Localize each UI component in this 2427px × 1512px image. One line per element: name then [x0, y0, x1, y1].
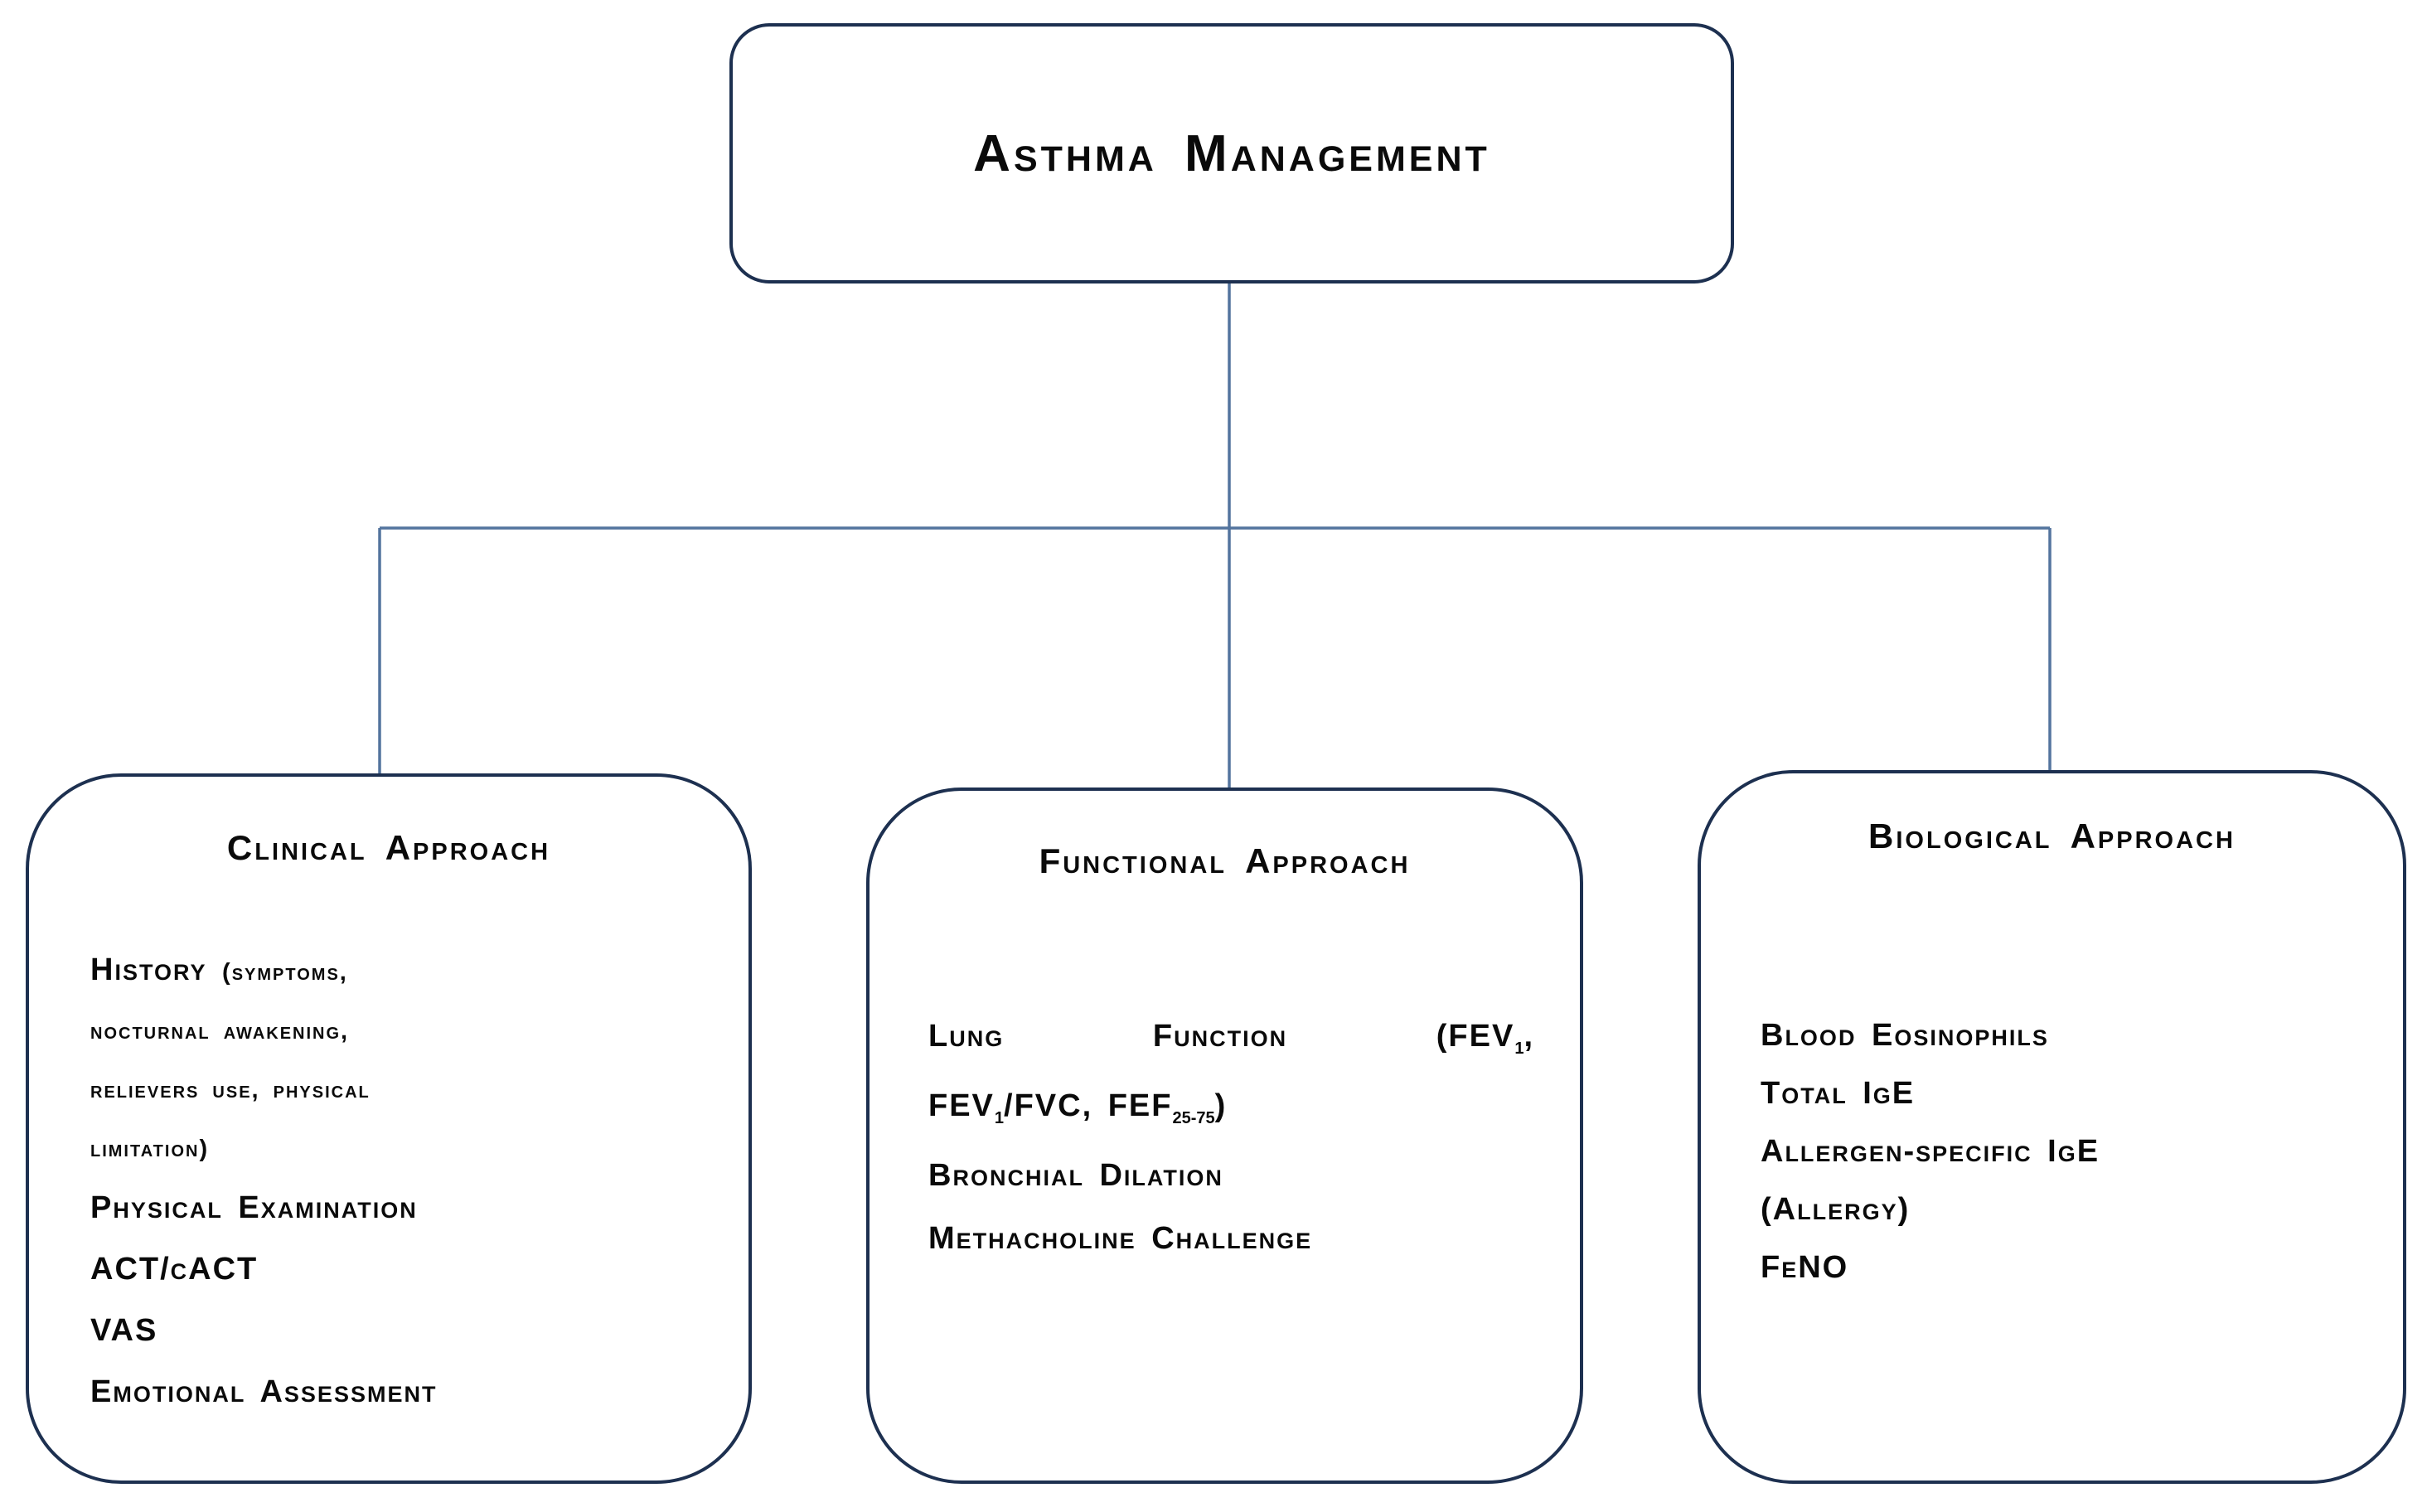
text-segment: ACT/cACT	[90, 1252, 259, 1287]
text-segment: (symptoms,	[222, 959, 348, 986]
branch-body-functional: Lung Function (FEV1,FEV1/FVC, FEF25-75)B…	[928, 1008, 1534, 1273]
branch-title-biological: Biological Approach	[1868, 817, 2236, 855]
text-line: Total IgE	[1761, 1068, 2363, 1126]
text-segment: History	[90, 952, 223, 987]
text-line: History (symptoms,	[90, 943, 700, 1004]
text-line: limitation)	[90, 1122, 700, 1180]
text-line: ACT/cACT	[90, 1242, 700, 1303]
text-segment: Blood Eosinophils	[1761, 1018, 2049, 1053]
subscript-text: 1	[1514, 1040, 1524, 1058]
text-line: Bronchial Dilation	[928, 1147, 1534, 1210]
subscript-text: 1	[994, 1109, 1005, 1127]
text-line: nocturnal awakening,	[90, 1004, 700, 1063]
text-segment: nocturnal awakening,	[90, 1018, 350, 1044]
text-line: VAS	[90, 1303, 700, 1364]
text-segment: Emotional Assessment	[90, 1374, 438, 1409]
text-line: Physical Examination	[90, 1180, 700, 1242]
text-line: Methacholine Challenge	[928, 1210, 1534, 1273]
text-line: (Allergy)	[1761, 1184, 2363, 1242]
text-segment: relievers use, physical	[90, 1077, 371, 1103]
branch-title-clinical: Clinical Approach	[226, 828, 551, 867]
node-clinical-approach: Clinical Approach History (symptoms, noct…	[26, 773, 752, 1484]
node-functional-approach: Functional Approach Lung Function (FEV1,…	[866, 788, 1583, 1484]
branch-body-clinical: History (symptoms, nocturnal awakening, re…	[90, 943, 700, 1426]
text-line: FEV1/FVC, FEF25-75)	[928, 1078, 1534, 1147]
text-line: Allergen-specific IgE	[1761, 1126, 2363, 1184]
text-segment: )	[1214, 1088, 1228, 1123]
text-line: FeNO	[1761, 1242, 2363, 1300]
text-segment: (Allergy)	[1761, 1192, 1911, 1227]
text-segment: limitation)	[90, 1136, 210, 1162]
text-segment: /FVC, FEF	[1004, 1088, 1173, 1123]
text-segment: ,	[1524, 1019, 1534, 1054]
node-asthma-management: Asthma Management	[729, 23, 1734, 284]
subscript-text: 25-75	[1172, 1109, 1215, 1127]
text-segment: Methacholine Challenge	[928, 1221, 1313, 1256]
text-line: Blood Eosinophils	[1761, 1010, 2363, 1068]
text-line: Emotional Assessment	[90, 1364, 700, 1426]
text-segment: Lung Function (FEV	[928, 1019, 1515, 1054]
branch-title-functional: Functional Approach	[1039, 841, 1411, 880]
text-segment: Bronchial Dilation	[928, 1158, 1223, 1193]
text-segment: Physical Examination	[90, 1190, 418, 1225]
text-segment: FeNO	[1761, 1250, 1849, 1285]
root-node-title: Asthma Management	[973, 124, 1490, 182]
text-segment: FEV	[928, 1088, 995, 1123]
text-segment: Allergen-specific IgE	[1761, 1134, 2100, 1169]
text-segment: VAS	[90, 1313, 158, 1348]
text-line: relievers use, physical	[90, 1063, 700, 1122]
text-line: Lung Function (FEV1,	[928, 1008, 1534, 1078]
text-segment: Total IgE	[1761, 1076, 1916, 1111]
